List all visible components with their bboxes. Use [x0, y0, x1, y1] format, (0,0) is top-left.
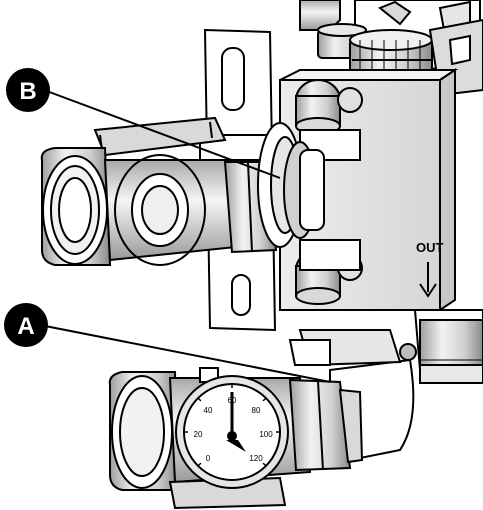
- pump-outlet: [413, 309, 483, 384]
- gauge-tick-label: 40: [204, 406, 213, 415]
- gauge-tick-label: 100: [259, 430, 273, 439]
- callout-b-leader: [43, 89, 281, 179]
- upper-valve: [40, 116, 325, 266]
- callout-a-label: A: [17, 313, 34, 340]
- out-label: OUT: [416, 240, 444, 255]
- gauge-tick-mark: [197, 462, 202, 467]
- gauge-tick-label: 20: [194, 430, 203, 439]
- pump-top-assembly: [299, 0, 483, 97]
- callout-a-leader: [39, 324, 331, 383]
- gauge-tick-labels: 020406080100120: [184, 384, 280, 467]
- callout-badge-a: A: [4, 303, 48, 347]
- callout-b-label: B: [19, 78, 36, 105]
- gauge-tick-mark: [197, 397, 202, 402]
- gauge-tick-label: 80: [252, 406, 261, 415]
- thermometer-gauge: 020406080100120: [175, 375, 289, 489]
- gauge-tick-label: 0: [206, 454, 211, 463]
- gauge-tick-mark: [262, 462, 267, 467]
- callout-badge-b: B: [6, 68, 50, 112]
- gauge-tick-label: 120: [249, 454, 263, 463]
- gauge-tick-mark: [262, 397, 267, 402]
